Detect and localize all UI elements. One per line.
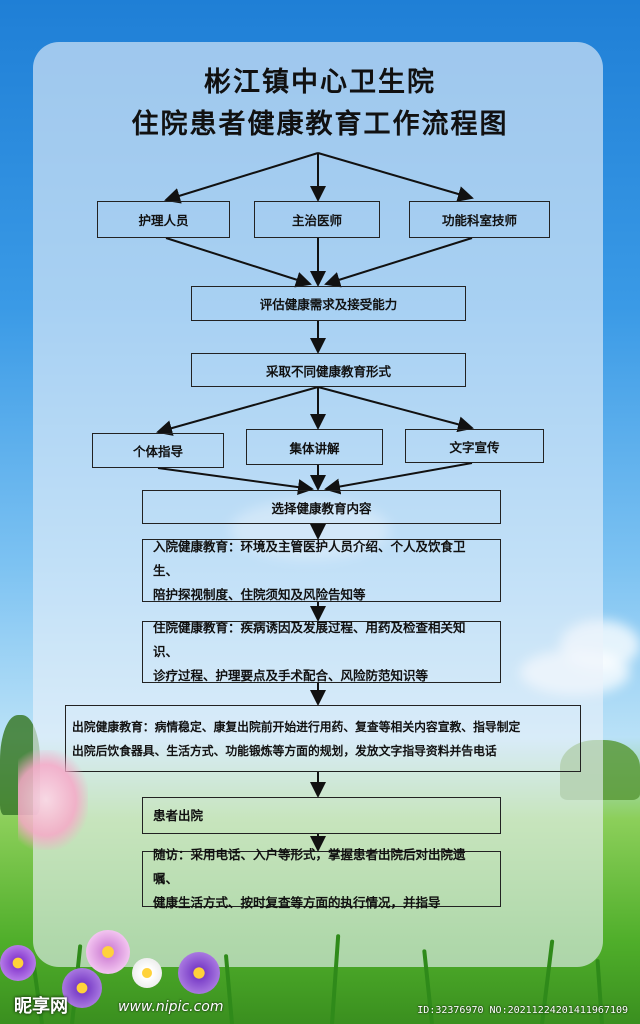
assess-box: 评估健康需求及接受能力 [191, 286, 466, 321]
discharge-edu-line1: 出院健康教育：病情稳定、康复出院前开始进行用药、复查等相关内容宣教、指导制定 [72, 719, 521, 734]
flower [132, 958, 162, 988]
followup-line2: 健康生活方式、按时复查等方面的执行情况，并指导 [153, 895, 441, 910]
flower [62, 968, 102, 1008]
flower [86, 930, 130, 974]
watermark-url: www.nipic.com [118, 999, 224, 1015]
flower [0, 945, 36, 981]
admission-line1: 入院健康教育：环境及主管医护人员介绍、个人及饮食卫生、 [153, 538, 466, 578]
discharge-edu-line2: 出院后饮食器具、生活方式、功能锻炼等方面的规划，发放文字指导资料并告电话 [72, 743, 497, 758]
flower [178, 952, 220, 994]
staff-box-technician: 功能科室技师 [409, 201, 550, 238]
choose-content-box: 选择健康教育内容 [142, 490, 501, 524]
form-box-written: 文字宣传 [405, 429, 544, 463]
admission-line2: 陪护探视制度、住院须知及风险告知等 [153, 586, 366, 602]
adopt-box: 采取不同健康教育形式 [191, 353, 466, 387]
admission-education-box: 入院健康教育：环境及主管医护人员介绍、个人及饮食卫生、 陪护探视制度、住院须知及… [142, 539, 501, 602]
patient-discharge-box: 患者出院 [142, 797, 501, 834]
staff-box-physician: 主治医师 [254, 201, 380, 238]
form-box-group: 集体讲解 [246, 429, 383, 465]
inpatient-line2: 诊疗过程、护理要点及手术配合、风险防范知识等 [153, 668, 429, 683]
inpatient-line1: 住院健康教育：疾病诱因及发展过程、用药及检查相关知识、 [153, 620, 466, 659]
form-box-individual: 个体指导 [92, 433, 224, 468]
watermark-logo: 昵享网 [14, 996, 68, 1017]
discharge-education-box: 出院健康教育：病情稳定、康复出院前开始进行用药、复查等相关内容宣教、指导制定 出… [65, 705, 581, 772]
followup-line1: 随访：采用电话、入户等形式，掌握患者出院后对出院遗嘱、 [153, 847, 466, 886]
followup-box: 随访：采用电话、入户等形式，掌握患者出院后对出院遗嘱、 健康生活方式、按时复查等… [142, 847, 501, 910]
watermark-id: ID:32376970 NO:20211224201411967109 [417, 1005, 628, 1016]
page-title-line2: 住院患者健康教育工作流程图 [131, 109, 509, 140]
inpatient-education-box: 住院健康教育：疾病诱因及发展过程、用药及检查相关知识、 诊疗过程、护理要点及手术… [142, 620, 501, 683]
butterfly [18, 750, 88, 850]
page-title-line1: 彬江镇中心卫生院 [204, 67, 436, 98]
staff-box-nurse: 护理人员 [97, 201, 230, 238]
